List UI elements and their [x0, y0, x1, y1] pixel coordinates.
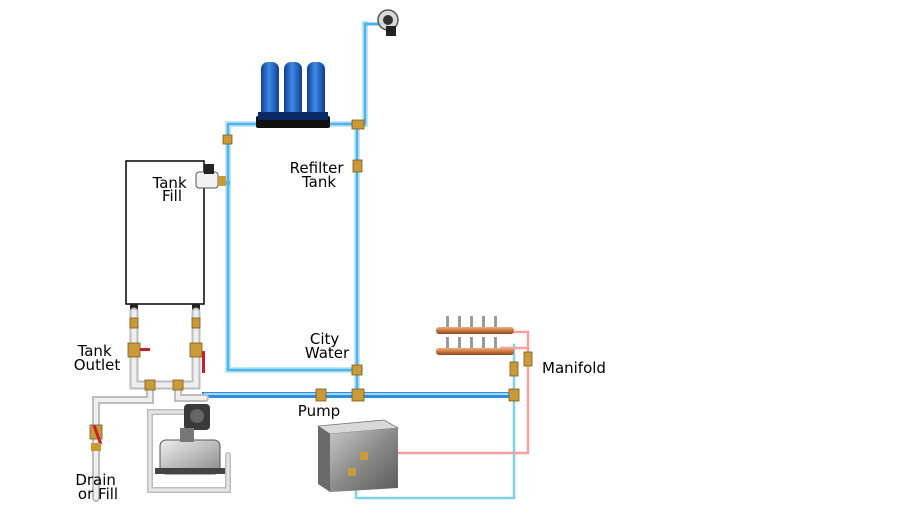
manifold-lower [436, 337, 514, 355]
labels: Tank Fill Refilter Tank City Water Tank … [74, 159, 606, 503]
label-refilter-tank: Refilter Tank [290, 159, 349, 191]
brass-fittings [129, 119, 533, 402]
fitting-pump [315, 388, 327, 402]
pressure-regulator [377, 9, 399, 36]
valve-tank-left [127, 342, 150, 358]
fitting-tank-a [129, 317, 139, 329]
fitting-refilter [352, 159, 363, 173]
label-manifold: Manifold [542, 359, 606, 377]
water-filters [256, 62, 330, 128]
fitting-outlet-tee [144, 379, 156, 391]
label-tank-outlet: Tank Outlet [74, 342, 121, 374]
manifolds [436, 316, 514, 355]
valve-tank-right [189, 342, 205, 373]
water-heater [316, 419, 400, 492]
fitting-manifold-2 [523, 351, 533, 367]
supply-line-top-core [226, 22, 367, 372]
fitting-tank-b [191, 317, 201, 329]
hot-water-line [366, 330, 530, 455]
label-city-water: City Water [305, 330, 350, 362]
label-drain-or-fill: Drain or Fill [75, 471, 120, 503]
fitting-top-left [222, 134, 233, 145]
valve-drain [89, 424, 103, 451]
fitting-top-tee [351, 119, 365, 130]
fitting-city [351, 364, 363, 376]
fitting-pump-tee [172, 379, 184, 391]
ball-valves [89, 342, 205, 451]
fitting-manifold-1 [509, 361, 519, 377]
manifold-upper [436, 316, 514, 334]
storage-tank [125, 160, 205, 312]
fitting-right [508, 388, 520, 402]
label-tank-fill: Tank Fill [152, 174, 192, 205]
booster-pump [155, 404, 225, 475]
solenoid-valve [195, 164, 226, 189]
fitting-main-tee [351, 388, 365, 402]
label-pump: Pump [298, 402, 340, 420]
